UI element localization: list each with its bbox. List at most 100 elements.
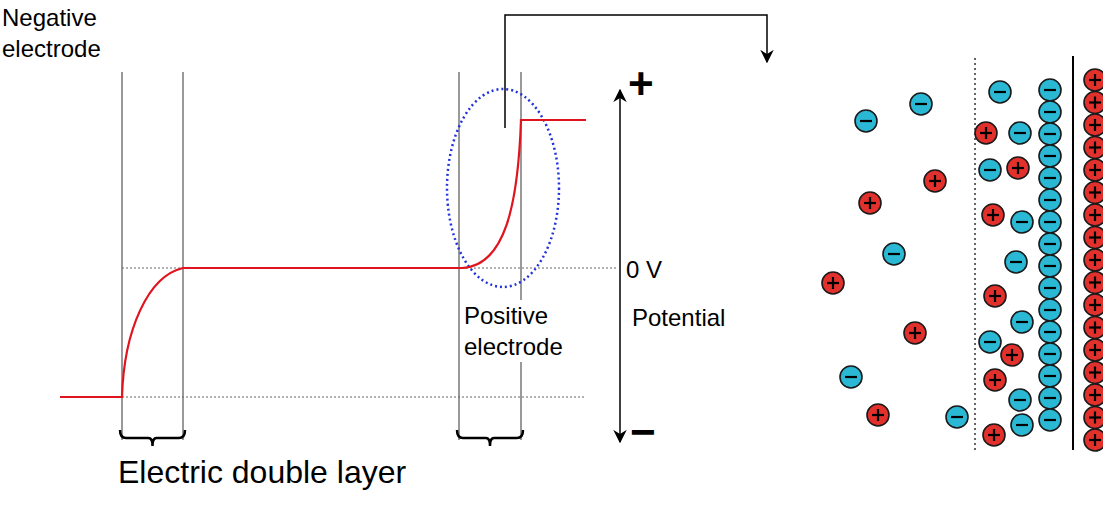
charge-bar (1044, 309, 1056, 311)
anion-symbol (1011, 414, 1033, 436)
electrode-surface-line (1072, 56, 1074, 450)
charge-bar (992, 209, 994, 221)
ion-circle (822, 272, 844, 294)
ion-circle (1039, 233, 1061, 255)
cation-symbol (867, 404, 889, 426)
layer-brace (120, 430, 185, 446)
ion-circle (1039, 409, 1061, 431)
ion-circle (1011, 414, 1033, 436)
anion-symbol (910, 93, 932, 115)
charge-bar (869, 197, 871, 209)
charge-bar (1094, 254, 1096, 266)
polarity-sign: − (630, 410, 656, 454)
zero-potential-label: 0 V (626, 254, 662, 285)
anion-symbol (1039, 277, 1061, 299)
charge-bar (1016, 321, 1028, 323)
ion-circle (1039, 145, 1061, 167)
charge-bar (860, 120, 872, 122)
charge-bar (1094, 209, 1096, 221)
anion-symbol (989, 81, 1011, 103)
charge-bar (1044, 265, 1056, 267)
anion-symbol (1009, 122, 1031, 144)
ion-circle (883, 243, 905, 265)
cation-symbol (1084, 384, 1103, 406)
charge-bar (1044, 375, 1056, 377)
anion-symbol (1039, 387, 1061, 409)
ion-circle (1039, 211, 1061, 233)
ion-circle (1084, 92, 1103, 114)
bracket-label: Electric double layer (118, 452, 406, 494)
ion-circle (1084, 69, 1103, 91)
charge-bar (1094, 97, 1096, 109)
ion-circle (979, 159, 1001, 181)
charge-bar (1044, 111, 1056, 113)
cation-symbol (822, 272, 844, 294)
charge-bar (1044, 221, 1056, 223)
ion-circle (1084, 249, 1103, 271)
anion-symbol (1039, 167, 1061, 189)
ion-circle (1001, 344, 1023, 366)
charge-bar (1044, 133, 1056, 135)
zoom-arrow (505, 15, 767, 128)
negative-level-line (122, 397, 585, 398)
anion-symbol (1039, 299, 1061, 321)
cation-symbol (1001, 344, 1023, 366)
ion-circle (1084, 429, 1103, 451)
ion-circle (855, 110, 877, 132)
cation-symbol (1084, 227, 1103, 249)
charge-bar (888, 253, 900, 255)
ion-circle (1084, 272, 1103, 294)
charge-bar (1044, 287, 1056, 289)
charge-bar (934, 175, 936, 187)
charge-bar (1094, 412, 1096, 424)
anion-symbol (1039, 321, 1061, 343)
cation-symbol (1084, 339, 1103, 361)
charge-bar (1094, 74, 1096, 86)
anion-symbol (1039, 101, 1061, 123)
charge-bar (1094, 299, 1096, 311)
ion-circle (1084, 204, 1103, 226)
ion-circle (867, 404, 889, 426)
anion-symbol (979, 159, 1001, 181)
anion-symbol (1039, 255, 1061, 277)
ion-circle (1009, 122, 1031, 144)
ion-group (822, 69, 1103, 451)
ion-circle (975, 122, 997, 144)
charge-bar (993, 429, 995, 441)
cation-symbol (1084, 182, 1103, 204)
ion-circle (1084, 384, 1103, 406)
charge-bar (1010, 261, 1022, 263)
ion-circle (1005, 251, 1027, 273)
charge-bar (1044, 89, 1056, 91)
cation-symbol (1084, 114, 1103, 136)
ion-circle (1039, 365, 1061, 387)
charge-bar (1044, 397, 1056, 399)
charge-bar (1094, 187, 1096, 199)
anion-symbol (1039, 145, 1061, 167)
cation-symbol (1084, 429, 1103, 451)
cation-symbol (983, 424, 1005, 446)
charge-bar (1011, 349, 1013, 361)
charge-bar (1044, 353, 1056, 355)
anion-symbol (1011, 311, 1033, 333)
cation-symbol (859, 192, 881, 214)
charge-bar (1044, 199, 1056, 201)
anion-symbol (1011, 211, 1033, 233)
charge-bar (1017, 162, 1019, 174)
charge-bar (914, 327, 916, 339)
layer-brace (457, 430, 523, 446)
charge-bar (984, 341, 996, 343)
charge-bar (832, 277, 834, 289)
cation-symbol (1084, 159, 1103, 181)
ion-circle (924, 170, 946, 192)
ion-circle (1084, 227, 1103, 249)
cation-symbol (1084, 407, 1103, 429)
cation-symbol (984, 285, 1006, 307)
charge-bar (1094, 344, 1096, 356)
ion-circle (1084, 294, 1103, 316)
charge-bar (845, 376, 857, 378)
layer-boundary-line (182, 72, 183, 440)
cation-symbol (1084, 204, 1103, 226)
